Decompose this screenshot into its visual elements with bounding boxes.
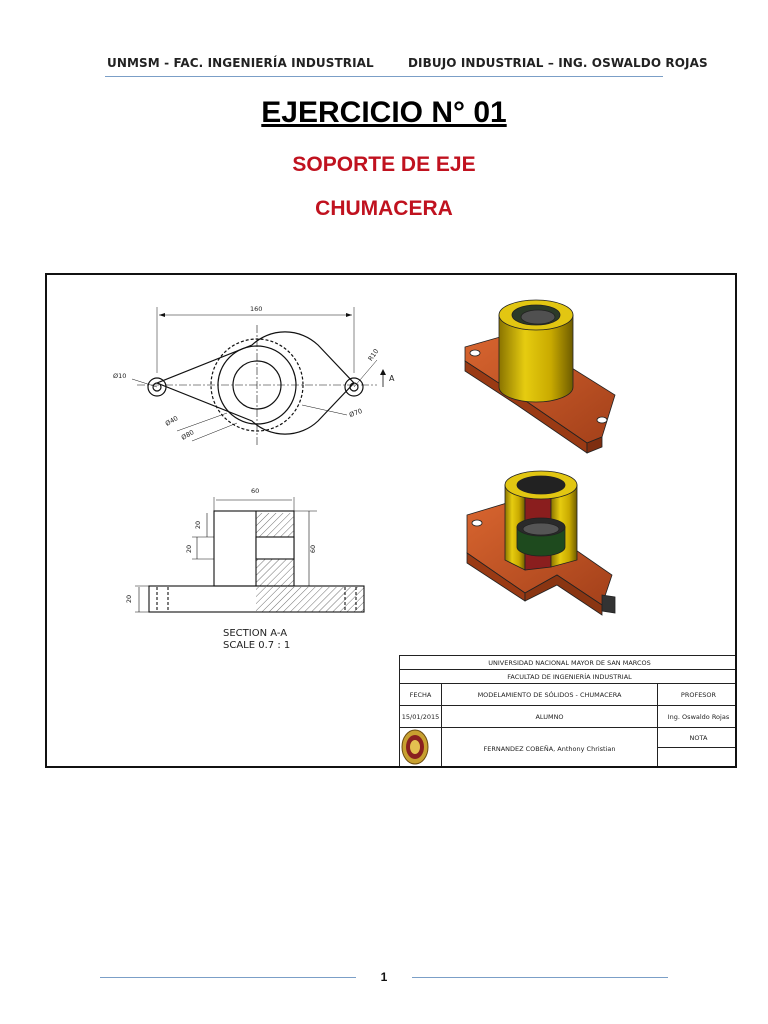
dim-20-base: 20 — [125, 594, 134, 604]
header-rule — [105, 76, 663, 77]
footer-rule-right — [412, 977, 668, 978]
section-scale: SCALE 0.7 : 1 — [223, 640, 291, 651]
tb-alumno-label: ALUMNO — [442, 706, 658, 728]
flange-outline — [155, 331, 355, 435]
subtitle-part-type: CHUMACERA — [315, 197, 453, 220]
drawing-sheet: 160 Ø10 R10 Ø40 Ø80 Ø70 A 60 60 20 20 20… — [45, 273, 737, 768]
section-view — [135, 497, 365, 613]
section-mark-a: A — [389, 374, 395, 383]
tb-student-name: FERNANDEZ COBEÑA, Anthony Christian — [442, 728, 658, 766]
dim-d10: Ø10 — [113, 372, 127, 380]
tb-nota-label: NOTA — [658, 728, 735, 748]
title-block: UNIVERSIDAD NACIONAL MAYOR DE SAN MARCOS… — [399, 655, 735, 766]
tb-logo-cell — [400, 728, 442, 766]
university-seal-icon — [401, 729, 429, 765]
page-number: 1 — [380, 970, 388, 984]
isometric-view-section — [466, 470, 616, 616]
footer-rule-left — [100, 977, 356, 978]
tb-fecha-label: FECHA — [400, 684, 442, 706]
tb-project: MODELAMIENTO DE SÓLIDOS - CHUMACERA — [442, 684, 658, 706]
top-view — [131, 307, 386, 445]
dim-20-mid: 20 — [185, 544, 194, 554]
tb-nota-value — [658, 748, 735, 766]
isometric-view-full — [464, 299, 616, 454]
dim-60-width: 60 — [251, 487, 260, 495]
dim-160: 160 — [250, 305, 263, 313]
tb-university: UNIVERSIDAD NACIONAL MAYOR DE SAN MARCOS — [400, 656, 735, 670]
header-left-text: UNMSM - FAC. INGENIERÍA INDUSTRIAL — [107, 56, 374, 70]
section-title: SECTION A-A — [223, 628, 288, 639]
dim-60-height: 60 — [309, 544, 318, 554]
header-right-text: DIBUJO INDUSTRIAL – ING. OSWALDO ROJAS — [408, 56, 708, 70]
tb-faculty: FACULTAD DE INGENIERÍA INDUSTRIAL — [400, 670, 735, 684]
tb-profesor-label: PROFESOR — [658, 684, 735, 706]
tb-date: 15/01/2015 — [400, 706, 442, 728]
page-title: EJERCICIO N° 01 — [261, 96, 507, 129]
dim-20-top: 20 — [194, 520, 203, 530]
tb-profesor-name: Ing. Oswaldo Rojas — [658, 706, 735, 728]
subtitle-part-name: SOPORTE DE EJE — [292, 153, 476, 176]
technical-drawing — [131, 299, 616, 616]
